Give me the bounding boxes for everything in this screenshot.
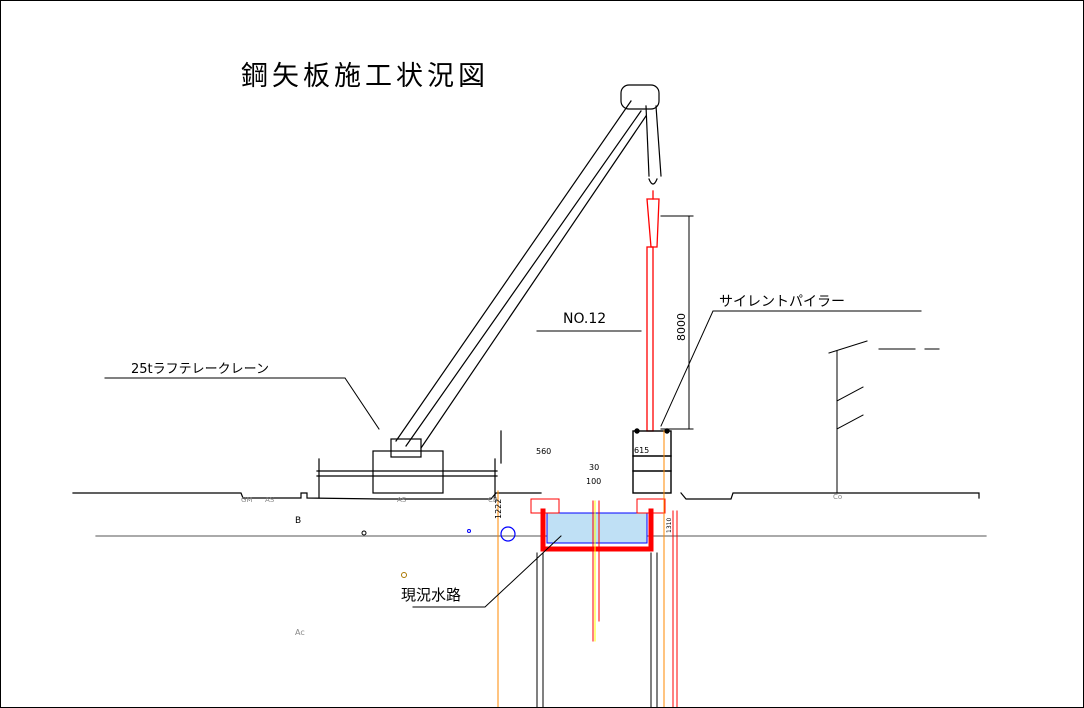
crane bbox=[316, 84, 662, 499]
mark-ac: Ac bbox=[295, 628, 305, 637]
dim-615: 615 bbox=[634, 446, 649, 455]
mark-as-1: AS bbox=[265, 496, 275, 504]
leader-channel bbox=[412, 535, 562, 608]
dim-30: 30 bbox=[589, 463, 599, 472]
point-marker bbox=[361, 530, 367, 536]
ground-line bbox=[72, 492, 980, 500]
dim-1310: 1310 bbox=[666, 518, 673, 533]
mark-gm: GM bbox=[241, 496, 252, 504]
dim-100: 100 bbox=[586, 477, 601, 486]
section-number: NO.12 bbox=[563, 311, 606, 327]
mark-b: B bbox=[295, 516, 301, 526]
existing-channel bbox=[497, 430, 678, 707]
dim-1222: 1222 bbox=[494, 499, 503, 519]
dim-pile-length: 8000 bbox=[675, 313, 688, 341]
mark-cb: CB bbox=[488, 496, 498, 504]
leader-crane bbox=[104, 377, 380, 430]
point-marker bbox=[467, 529, 471, 533]
silent-piler bbox=[632, 428, 672, 494]
mark-co: Co bbox=[833, 493, 842, 501]
label-silent-piler: サイレントパイラー bbox=[719, 294, 845, 310]
steel-sheet-pile bbox=[646, 190, 660, 432]
leader-silent-piler bbox=[660, 310, 922, 427]
dim-560: 560 bbox=[536, 447, 551, 456]
pipe-circle bbox=[500, 526, 516, 542]
label-channel: 現況水路 bbox=[401, 586, 461, 604]
dimension-8000 bbox=[660, 215, 694, 430]
point-marker bbox=[401, 572, 407, 578]
right-structure bbox=[828, 340, 940, 494]
label-crane: 25tラフテレークレーン bbox=[131, 362, 269, 377]
mark-as-2: AS bbox=[397, 496, 407, 504]
drawing-title: 鋼矢板施工状況図 bbox=[241, 61, 489, 92]
